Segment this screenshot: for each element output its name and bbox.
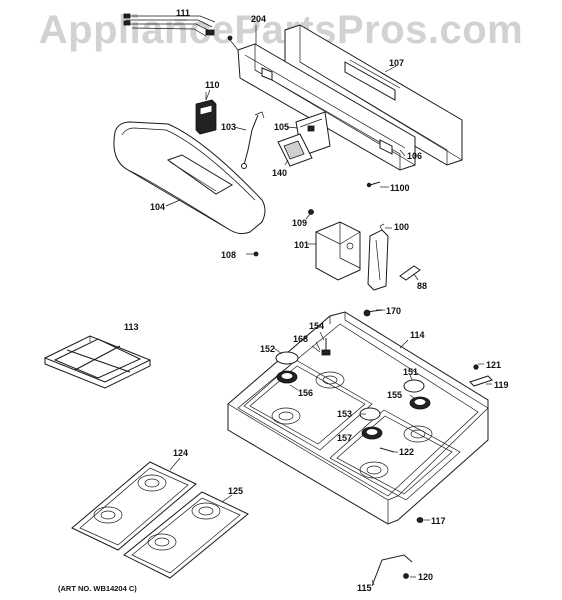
callout-156: 156	[298, 388, 314, 398]
part-107-backguard-trim[interactable]	[284, 24, 463, 166]
leader-lines	[165, 19, 492, 586]
part-106-backguard[interactable]	[227, 35, 416, 171]
part-151-burner-cap[interactable]	[403, 379, 425, 393]
art-number: (ART NO. WB14204 C)	[58, 584, 137, 593]
part-88-spacer[interactable]	[399, 265, 421, 281]
callout-101: 101	[294, 240, 310, 250]
callout-88: 88	[417, 281, 428, 291]
callout-110: 110	[205, 80, 220, 90]
part-115-gas-tube[interactable]	[371, 554, 413, 587]
part-156-burner-head[interactable]	[276, 370, 298, 384]
callout-100: 100	[394, 222, 410, 232]
callout-107: 107	[389, 58, 405, 68]
part-120-screw[interactable]	[403, 573, 409, 579]
callout-125: 125	[228, 486, 244, 496]
callout-114: 114	[410, 330, 425, 340]
callout-111: 111	[176, 8, 191, 18]
part-157-burner-head[interactable]	[361, 426, 383, 440]
part-110-ignition-module[interactable]	[195, 92, 217, 135]
part-100-valve-bracket[interactable]	[367, 223, 389, 291]
part-113-burner-grate[interactable]	[43, 335, 152, 389]
callout-113: 113	[124, 322, 139, 332]
callout-103: 103	[221, 122, 237, 132]
callout-155: 155	[387, 390, 403, 400]
callout-117: 117	[431, 516, 446, 526]
part-121-screw[interactable]	[473, 364, 479, 370]
callout-204: 204	[251, 14, 267, 24]
part-152-burner-cap[interactable]	[275, 351, 299, 365]
callout-109: 109	[292, 218, 308, 228]
part-1100-screw[interactable]	[366, 181, 381, 188]
callout-153: 153	[337, 409, 353, 419]
callout-122: 122	[399, 447, 415, 457]
part-111-wire-harness[interactable]	[123, 13, 216, 37]
part-124-burner-bowl-tray[interactable]	[71, 461, 197, 551]
part-119-bracket[interactable]	[469, 375, 493, 387]
part-117-clip[interactable]	[416, 517, 424, 523]
part-104-control-panel[interactable]	[113, 121, 266, 235]
callout-105: 105	[274, 122, 290, 132]
callout-115: 115	[357, 583, 372, 593]
callout-152: 152	[260, 344, 276, 354]
callout-108: 108	[221, 250, 237, 260]
part-103-harness-tube[interactable]	[241, 111, 265, 169]
callout-124: 124	[173, 448, 189, 458]
part-122-electrode[interactable]	[379, 447, 395, 453]
callout-168: 168	[293, 334, 309, 344]
part-101-bracket[interactable]	[315, 221, 361, 281]
callout-119: 119	[494, 380, 509, 390]
part-108-screw[interactable]	[253, 251, 259, 257]
callout-1100: 1100	[390, 183, 410, 193]
part-170-screw[interactable]	[363, 309, 383, 317]
callout-104: 104	[150, 202, 166, 212]
part-109-clip[interactable]	[308, 209, 314, 215]
callout-140: 140	[272, 168, 288, 178]
part-140-clock-module[interactable]	[277, 133, 313, 167]
callout-120: 120	[418, 572, 434, 582]
part-154-igniter[interactable]	[321, 338, 331, 356]
callout-170: 170	[386, 306, 402, 316]
callout-121: 121	[486, 360, 502, 370]
callout-106: 106	[407, 151, 423, 161]
callout-151: 151	[403, 367, 419, 377]
callout-157: 157	[337, 433, 353, 443]
part-114-cooktop[interactable]	[227, 311, 489, 525]
callout-154: 154	[309, 321, 325, 331]
part-155-burner-head[interactable]	[409, 396, 431, 410]
part-168-igniter-lead[interactable]	[311, 345, 321, 353]
part-125-burner-bowl-tray[interactable]	[123, 491, 249, 579]
